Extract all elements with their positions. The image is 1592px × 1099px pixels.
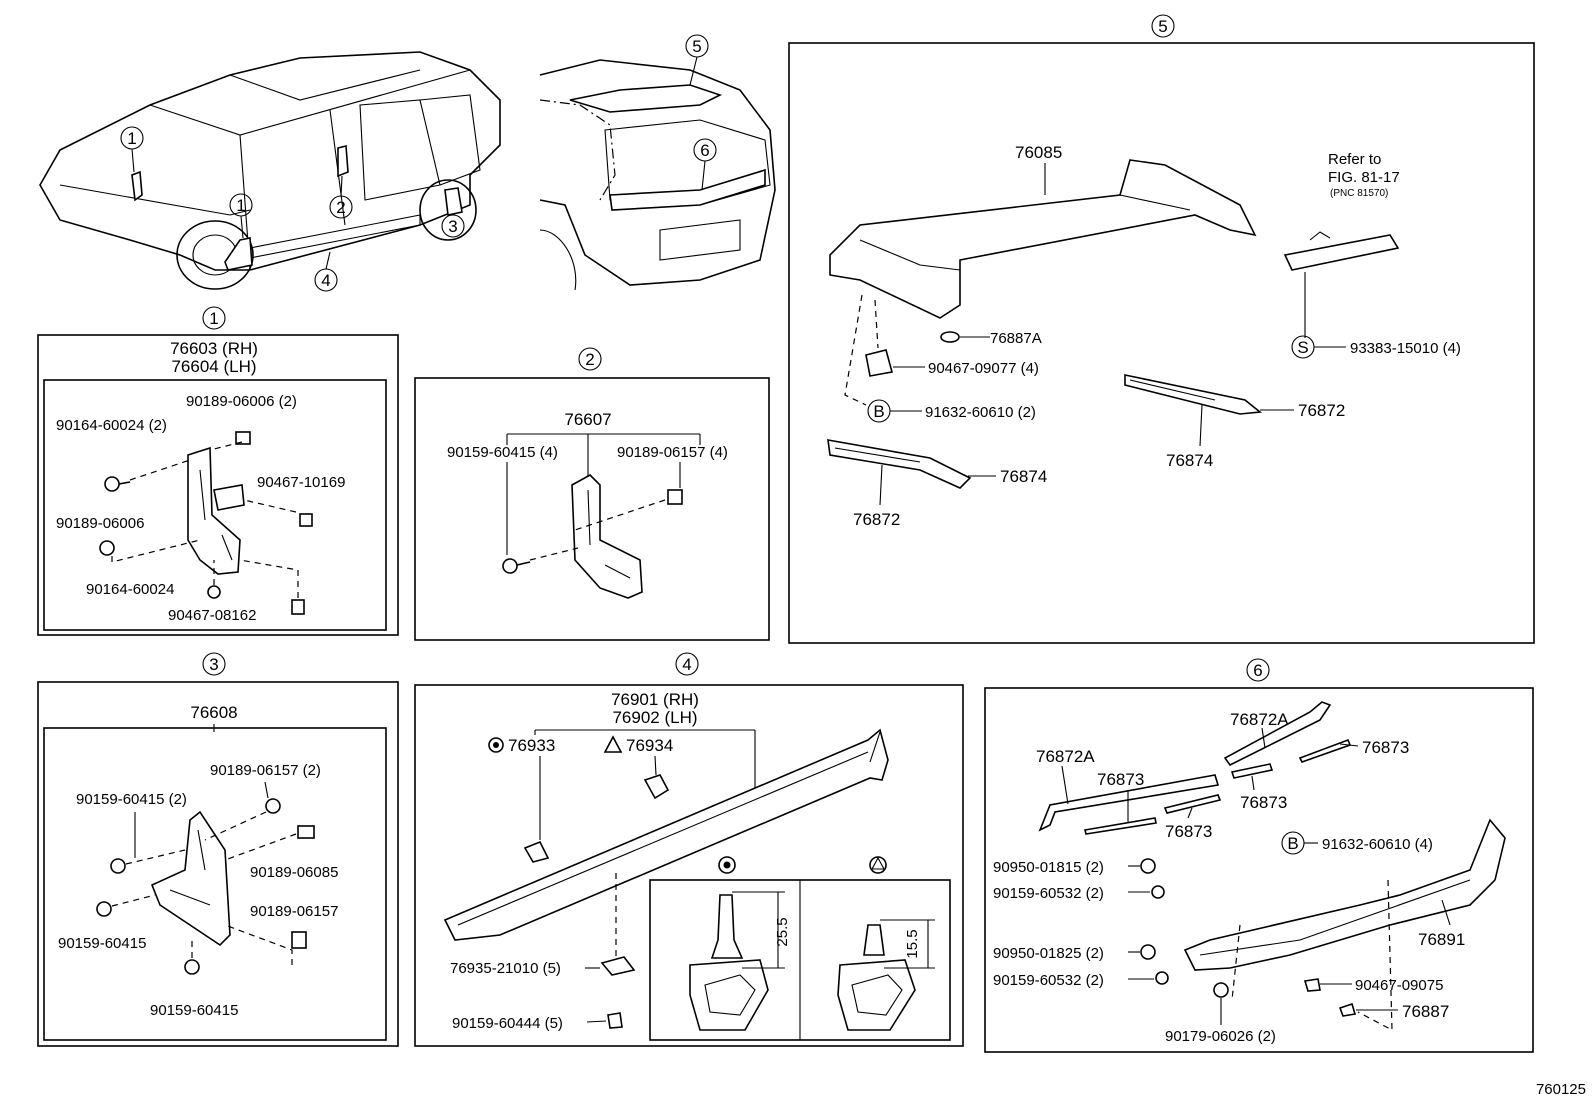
refer-line-3: (PNC 81570) — [1330, 188, 1388, 199]
callout-1: 1 — [236, 196, 245, 215]
panel-5-label-1: 90467-09077 (4) — [928, 360, 1039, 377]
callout-6: 6 — [700, 141, 709, 160]
panel-4: 4 76901 (RH) 76902 (LH) 76933 76934 7693… — [414, 652, 964, 1047]
mudguard-front-part — [187, 446, 241, 575]
panel-6-label-13: 76887 — [1402, 1002, 1449, 1021]
panel-2: 2 76607 90159-60415 (4) 90189-06157 (4) — [414, 347, 770, 641]
panel-4-label-0: 76933 — [508, 736, 555, 755]
panel-6-label-1: 76872A — [1036, 747, 1095, 766]
panel-6-label-9: 90950-01825 (2) — [993, 945, 1104, 962]
callout-3: 3 — [448, 217, 457, 236]
panel-6-label-8: 90159-60532 (2) — [993, 885, 1104, 902]
panel-5-label-5: 76874 — [1166, 451, 1213, 470]
panel-3-label-0: 90189-06157 (2) — [210, 762, 321, 779]
rear-bumper-molding-part — [1183, 818, 1506, 971]
mudguard-center-part — [571, 474, 643, 599]
panel-3-label-2: 90189-06085 — [250, 864, 338, 881]
fastener-s-icon: S — [1297, 338, 1308, 357]
callout-4: 4 — [321, 271, 330, 290]
panel-2-label-1: 90189-06157 (4) — [617, 444, 728, 461]
panel-6-label-0: 76872A — [1230, 710, 1289, 729]
panel-6-label-2: 76873 — [1362, 738, 1409, 757]
panel-6-label-7: 90950-01815 (2) — [993, 859, 1104, 876]
panel-6-label-6: 91632-60610 (4) — [1322, 836, 1433, 853]
panel-6: 6 76872A 76872A 76873 76873 76873 76873 … — [984, 658, 1534, 1053]
panel-6-label-11: 76891 — [1418, 930, 1465, 949]
panel-5-label-0: 76887A — [990, 330, 1042, 347]
panel-3-label-3: 90189-06157 — [250, 903, 338, 920]
panel-4-part-lh: 76902 (LH) — [612, 708, 697, 727]
callout-2: 2 — [336, 198, 345, 217]
panel-1-label-5: 90467-08162 — [168, 607, 256, 624]
figure-id: 760125 — [1536, 1081, 1586, 1098]
panel-3-label-1: 90159-60415 (2) — [76, 791, 187, 808]
rocker-panel-molding-part — [443, 728, 889, 941]
car-overview-illustration — [39, 51, 501, 290]
panel-4-label-2: 76935-21010 (5) — [450, 960, 561, 977]
panel-6-label-4: 76873 — [1240, 793, 1287, 812]
refer-line-1: Refer to — [1328, 151, 1381, 168]
panel-4-label-1: 76934 — [626, 736, 673, 755]
rear-spoiler-part — [829, 159, 1257, 319]
panel-5-label-6: 76874 — [1000, 467, 1047, 486]
panel-1-label-1: 90164-60024 (2) — [56, 417, 167, 434]
panel-3-label-4: 90159-60415 — [58, 935, 146, 952]
panel-6-label-3: 76873 — [1097, 770, 1144, 789]
panel-5-label-4: 76872 — [1298, 401, 1345, 420]
panel-6-label-12: 90467-09075 — [1355, 977, 1443, 994]
panel-3-label-5: 90159-60415 — [150, 1002, 238, 1019]
panel-1-label-2: 90467-10169 — [257, 474, 345, 491]
panel-4-number: 4 — [682, 655, 691, 674]
panel-6-label-10: 90159-60532 (2) — [993, 972, 1104, 989]
panel-5-part: 76085 — [1015, 143, 1062, 162]
panel-4-dim-0: 25.5 — [774, 917, 791, 946]
panel-3: 3 76608 90189-06157 (2) 90159-60415 (2) … — [37, 652, 399, 1047]
panel-2-label-0: 90159-60415 (4) — [447, 444, 558, 461]
panel-1-part-rh: 76603 (RH) — [170, 339, 258, 358]
refer-note: Refer to FIG. 81-17 (PNC 81570) — [1328, 151, 1400, 199]
panel-6-label-14: 90179-06026 (2) — [1165, 1028, 1276, 1045]
panel-2-number: 2 — [585, 350, 594, 369]
car-rear-illustration — [539, 59, 776, 291]
panel-3-number: 3 — [209, 655, 218, 674]
panel-2-part: 76607 — [564, 410, 611, 429]
panel-5-label-3: 93383-15010 (4) — [1350, 340, 1461, 357]
panel-5-label-2: 91632-60610 (2) — [925, 404, 1036, 421]
mudguard-rear-part — [150, 810, 231, 947]
panel-5: 5 76085 Refer to FIG. 81-17 (PNC 81570) … — [788, 14, 1535, 644]
panel-5-number: 5 — [1158, 17, 1167, 36]
panel-1: 1 76603 (RH) 76604 (LH) 90189-06006 (2) … — [37, 306, 399, 636]
panel-1-label-4: 90164-60024 — [86, 581, 174, 598]
panel-3-part: 76608 — [190, 703, 237, 722]
rear-callouts: 5 6 — [685, 34, 717, 191]
car-callouts: 1 1 2 3 4 — [120, 126, 465, 292]
refer-line-2: FIG. 81-17 — [1328, 169, 1400, 186]
fastener-b-icon: B — [873, 402, 884, 421]
panel-1-label-0: 90189-06006 (2) — [186, 393, 297, 410]
panel-4-label-3: 90159-60444 (5) — [452, 1015, 563, 1032]
panel-1-label-3: 90189-06006 — [56, 515, 144, 532]
callout-5: 5 — [692, 37, 701, 56]
panel-6-label-5: 76873 — [1165, 822, 1212, 841]
panel-4-part-rh: 76901 (RH) — [611, 690, 699, 709]
panel-6-number: 6 — [1253, 661, 1262, 680]
panel-5-label-7: 76872 — [853, 510, 900, 529]
panel-1-part-lh: 76604 (LH) — [171, 357, 256, 376]
panel-4-dim-1: 15.5 — [904, 929, 921, 958]
panel-1-number: 1 — [209, 309, 218, 328]
callout-1: 1 — [127, 129, 136, 148]
fastener-b-icon: B — [1287, 834, 1298, 853]
